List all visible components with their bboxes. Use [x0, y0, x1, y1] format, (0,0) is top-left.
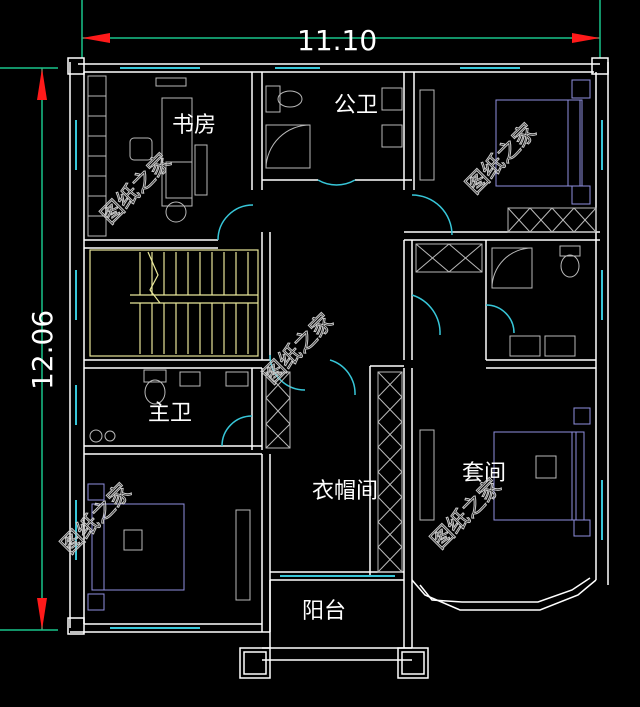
height-arrow-top [37, 68, 47, 100]
width-dimension-label: 11.10 [297, 24, 377, 57]
top-right-bedroom-furniture [419, 79, 591, 205]
room-labels: 书房 公卫 主卫 衣帽间 套间 阳台 [148, 93, 506, 624]
watermark: 图纸之家 [97, 149, 177, 229]
study-furniture [87, 75, 208, 237]
room-label-public-bath: 公卫 [334, 93, 378, 118]
suite-bedroom-furniture [419, 407, 591, 537]
room-label-wardrobe: 衣帽间 [312, 479, 378, 504]
watermarks: 图纸之家 图纸之家 图纸之家 图纸之家 图纸之家 [56, 119, 542, 560]
wardrobe-cabinets [265, 371, 403, 573]
master-bath-fixtures [89, 369, 249, 443]
doors [217, 179, 515, 447]
interior-walls [84, 72, 600, 679]
outer-walls [67, 57, 609, 635]
height-arrow-bottom [37, 598, 47, 630]
room-label-master-bath: 主卫 [148, 401, 192, 426]
top-right-wardrobe [507, 207, 597, 233]
master-bedroom-furniture [87, 483, 251, 611]
suite-bath-fixtures [415, 243, 581, 357]
dimension-height: 12.06 [0, 67, 59, 631]
watermark: 图纸之家 [462, 119, 542, 199]
room-label-study: 书房 [172, 113, 216, 138]
room-label-balcony: 阳台 [302, 599, 346, 624]
room-label-suite: 套间 [462, 461, 506, 486]
width-arrow-right [572, 33, 600, 43]
public-bath-fixtures [265, 85, 403, 169]
windows [75, 67, 603, 629]
stairs [89, 249, 259, 357]
dimension-width: 11.10 [81, 0, 601, 58]
height-dimension-label: 12.06 [26, 310, 59, 390]
width-arrow-left [82, 33, 110, 43]
